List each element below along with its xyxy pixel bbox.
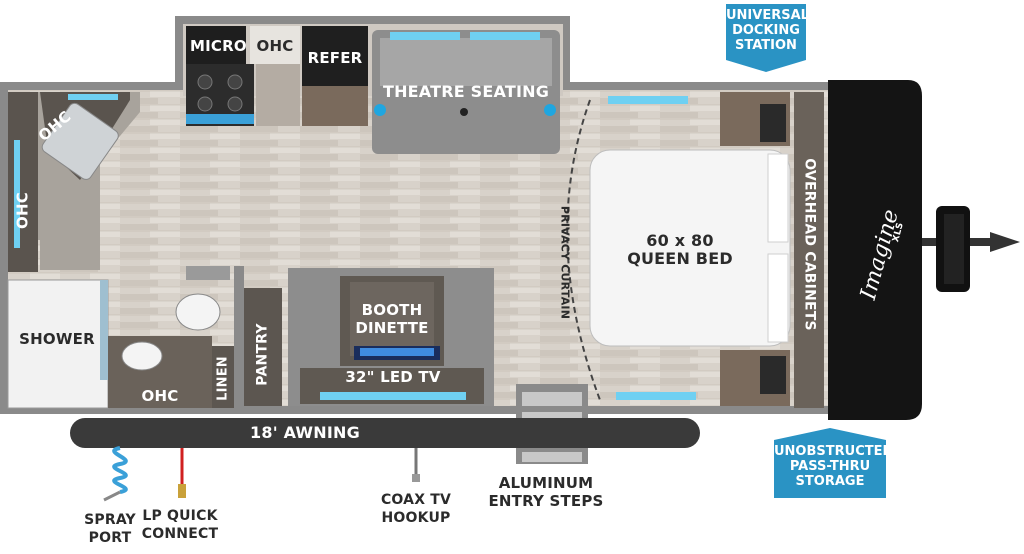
- label-coax-1: COAX TV: [380, 492, 452, 508]
- callout-docking-arrow: [726, 60, 806, 72]
- lp-quick-connect: [178, 448, 186, 498]
- hitch: [922, 206, 1020, 292]
- callout-storage-line-3: STORAGE: [795, 474, 865, 489]
- label-linen: LINEN: [215, 356, 231, 401]
- label-awning: 18' AWNING: [250, 423, 360, 442]
- label-booth: BOOTH: [361, 301, 423, 319]
- callout-docking-line-2: DOCKING: [732, 23, 800, 38]
- spray-port-hose: [103, 446, 128, 502]
- callout-storage-line-2: PASS-THRU: [789, 459, 871, 474]
- label-micro: MICRO: [190, 37, 247, 55]
- label-dinette: DINETTE: [355, 319, 429, 337]
- label-overhead-cabinets: OVERHEAD CABINETS: [801, 158, 818, 331]
- label-privacy-curtain: PRIVACY CURTAIN: [558, 205, 572, 320]
- label-steps-2: ENTRY STEPS: [488, 492, 604, 510]
- rear-kitchen-corner: [8, 92, 140, 272]
- label-led-tv: 32" LED TV: [345, 368, 441, 386]
- label-spray-port-2: PORT: [88, 530, 132, 546]
- label-bed-size: 60 x 80: [646, 231, 714, 250]
- label-spray-port-1: SPRAY: [84, 512, 136, 528]
- label-queen-bed: QUEEN BED: [627, 249, 733, 268]
- bed: [589, 92, 824, 408]
- label-theatre-seating: THEATRE SEATING: [382, 82, 550, 101]
- label-ohc-left: OHC: [13, 192, 32, 229]
- callout-storage-line-1: UNOBSTRUCTED: [774, 444, 894, 459]
- callout-docking-line-3: STATION: [735, 38, 797, 53]
- callout-docking-station: UNIVERSAL DOCKING STATION: [726, 4, 809, 60]
- front-cap: [828, 80, 922, 420]
- privacy-curtain-arc: [566, 99, 601, 401]
- awning-bar: [70, 418, 700, 448]
- booth-dinette: [288, 268, 494, 406]
- label-coax-2: HOOKUP: [381, 510, 451, 526]
- label-refer: REFER: [307, 49, 363, 67]
- callout-docking-line-1: UNIVERSAL: [726, 8, 809, 23]
- callout-storage-arrow: [774, 428, 886, 440]
- label-shower: SHOWER: [19, 330, 95, 348]
- callout-pass-thru-storage: UNOBSTRUCTED PASS-THRU STORAGE: [774, 440, 894, 498]
- pantry: [244, 288, 282, 406]
- label-lp-2: CONNECT: [141, 526, 219, 542]
- kitchen-block: [186, 26, 368, 126]
- label-ohc-bath: OHC: [141, 387, 179, 405]
- label-ohc-kitchen: OHC: [256, 37, 294, 55]
- bathroom: [7, 266, 244, 409]
- coax-hookup: [412, 448, 420, 482]
- theatre-seating: [372, 30, 560, 154]
- label-pantry: PANTRY: [254, 323, 271, 386]
- label-lp-1: LP QUICK: [142, 508, 218, 524]
- label-steps-1: ALUMINUM: [498, 474, 594, 492]
